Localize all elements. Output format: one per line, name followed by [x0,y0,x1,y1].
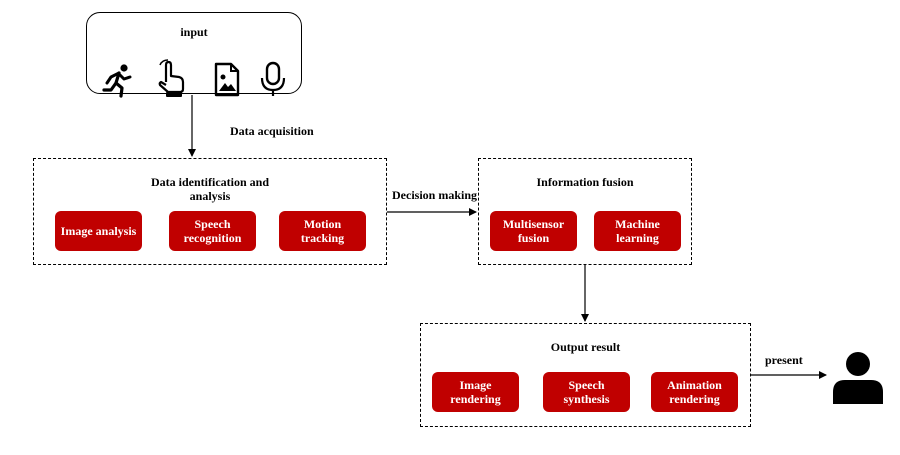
running-person-icon [99,59,135,99]
output-box: Output result Image rendering Speech syn… [420,323,751,427]
module-speech-synthesis: Speech synthesis [543,372,630,412]
module-motion-tracking: Motion tracking [279,211,366,251]
identification-title: Data identification and analysis [150,175,269,203]
module-speech-recognition: Speech recognition [169,211,256,251]
image-file-icon [209,59,245,99]
module-animation-rendering: Animation rendering [651,372,738,412]
module-image-rendering: Image rendering [432,372,519,412]
module-image-analysis: Image analysis [55,211,142,251]
output-title: Output result [550,340,621,354]
touch-hand-icon [153,59,189,99]
identification-box: Data identification and analysis Image a… [33,158,387,265]
fusion-title: Information fusion [536,175,634,189]
microphone-icon [255,59,291,99]
person-silhouette-icon [830,350,886,406]
input-box: input [86,12,302,98]
module-machine-learning: Machine learning [594,211,681,251]
edge-label-present: present [765,353,803,367]
edge-label-data-acquisition: Data acquisition [230,124,314,138]
edge-label-decision-making: Decision making [392,188,478,202]
module-multisensor-fusion: Multisensor fusion [490,211,577,251]
fusion-box: Information fusion Multisensor fusion Ma… [478,158,692,265]
input-title: input [180,25,208,39]
